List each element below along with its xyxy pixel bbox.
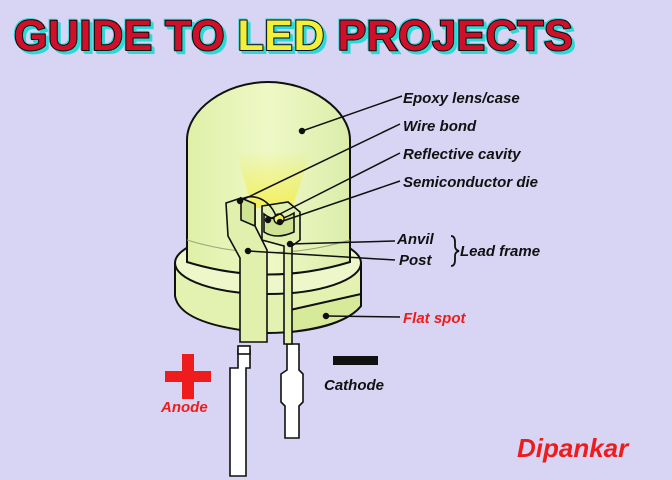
leader-lines <box>236 95 403 320</box>
label-anvil: Anvil <box>396 231 435 248</box>
label-epoxy: Epoxy lens/case <box>403 90 520 107</box>
plus-sign <box>165 354 211 399</box>
label-wire-bond: Wire bond <box>403 118 477 135</box>
title-part-3: PROJECTS <box>325 12 573 60</box>
anode-lead <box>229 349 251 477</box>
label-semiconductor-die: Semiconductor die <box>403 174 538 191</box>
leader-post <box>247 250 396 261</box>
leader-reflective-cavity <box>267 152 401 221</box>
lead-frame-brace <box>450 235 460 267</box>
page-title: GUIDE TO LED PROJECTS <box>14 12 573 60</box>
minus-sign <box>333 356 378 365</box>
leader-epoxy <box>301 95 403 132</box>
cathode-lead <box>280 343 304 439</box>
leader-semiconductor-die <box>279 180 401 223</box>
title-part-1: GUIDE TO <box>14 12 238 60</box>
author-credit: Dipankar <box>517 433 630 463</box>
label-post: Post <box>399 252 433 269</box>
leader-anvil <box>289 240 396 245</box>
label-flat-spot: Flat spot <box>403 310 467 327</box>
anode-label: Anode <box>160 399 208 416</box>
label-reflective-cavity: Reflective cavity <box>403 146 521 163</box>
post-face <box>240 196 256 228</box>
title-part-2: LED <box>238 12 326 60</box>
leads <box>229 343 304 477</box>
anode-lead-shoulder <box>237 345 251 355</box>
cathode-label: Cathode <box>324 377 384 394</box>
label-lead-frame: Lead frame <box>460 243 540 260</box>
leader-flat-spot <box>325 315 401 318</box>
leader-wire-bond <box>239 123 401 202</box>
